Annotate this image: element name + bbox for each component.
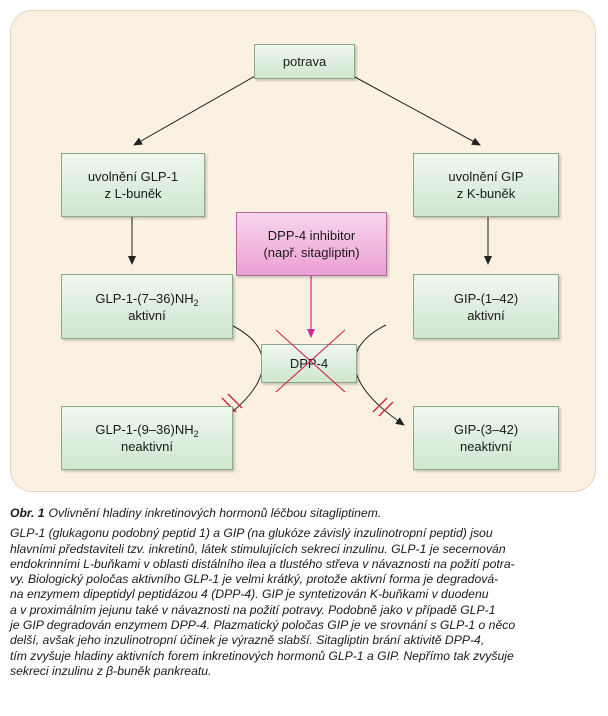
- glp1-active-status: aktivní: [128, 307, 166, 323]
- caption-label: Obr. 1: [10, 506, 45, 520]
- food-label: potrava: [282, 54, 327, 69]
- caption-line: sekreci inzulinu z β-buněk pankreatu.: [10, 663, 212, 678]
- caption-line: GLP-1 (glukagonu podobný peptid 1) a GIP…: [10, 526, 493, 541]
- gip-inactive-formula: GIP-(3–42): [453, 422, 519, 437]
- gip-inactive-box: GIP-(3–42) neaktivní: [413, 406, 559, 470]
- gip-release-line-2: z K-buněk: [456, 186, 516, 201]
- block-marks-right: [372, 397, 394, 417]
- dpp4-enzyme-label: DPP-4: [289, 356, 329, 371]
- caption-title: Ovlivnění hladiny inkretinových hormonů …: [48, 506, 382, 520]
- glp1-active-formula: GLP-1-(7–36)NH2: [95, 290, 199, 308]
- caption-line: a v proximálním jejunu také v návaznosti…: [10, 602, 496, 617]
- gip-release-box: uvolnění GIP z K-buněk: [413, 153, 559, 217]
- glp1-inactive-formula: GLP-1-(9–36)NH2: [95, 422, 199, 439]
- caption-line: delší, avšak jeho inzulinotropní účinek …: [10, 633, 485, 648]
- gip-active-status: aktivní: [467, 307, 505, 323]
- caption-line: tím zvyšuje hladiny aktivních forem inkr…: [10, 648, 514, 663]
- inhibitor-line-1: DPP-4 inhibitor: [267, 228, 356, 243]
- gip-release-line-1: uvolnění GIP: [448, 169, 524, 184]
- glp1-inactive-status: neaktivní: [120, 439, 174, 454]
- dpp4-inhibitor-box: DPP-4 inhibitor (např. sitagliptin): [236, 212, 387, 276]
- inhibitor-line-2: (např. sitagliptin): [263, 245, 360, 260]
- caption-line: je GIP degradován enzymem DPP-4. Plazmat…: [10, 618, 516, 633]
- dpp4-enzyme-box: DPP-4: [261, 344, 357, 383]
- glp1-inactive-box: GLP-1-(9–36)NH2 neaktivní: [61, 406, 233, 470]
- block-marks-left: [221, 393, 243, 413]
- glp1-release-line-1: uvolnění GLP-1: [87, 169, 179, 184]
- glp1-active-box: GLP-1-(7–36)NH2 aktivní: [61, 274, 233, 339]
- arrow-food-to-gip-release: [352, 75, 481, 146]
- glp1-release-box: uvolnění GLP-1 z L-buněk: [61, 153, 205, 217]
- food-box: potrava: [254, 44, 355, 79]
- gip-active-formula: GIP-(1–42): [453, 290, 519, 306]
- caption-line: hlavními představiteli tzv. inkretinů, l…: [10, 541, 506, 556]
- arrow-food-to-glp1-release: [133, 75, 256, 146]
- curve-gip-degradation: [354, 324, 405, 426]
- glp1-release-line-2: z L-buněk: [104, 186, 162, 201]
- gip-inactive-status: neaktivní: [459, 439, 513, 454]
- caption-line: endokrinními L-buňkami v oblasti distáln…: [10, 556, 515, 571]
- caption-body: GLP-1 (glukagonu podobný peptid 1) a GIP…: [10, 526, 600, 679]
- gip-active-box: GIP-(1–42) aktivní: [413, 274, 559, 339]
- caption-line: na enzymem dipeptidyl peptidázou 4 (DPP-…: [10, 587, 489, 602]
- caption-line: vy. Biologický poločas aktivního GLP-1 j…: [10, 572, 499, 587]
